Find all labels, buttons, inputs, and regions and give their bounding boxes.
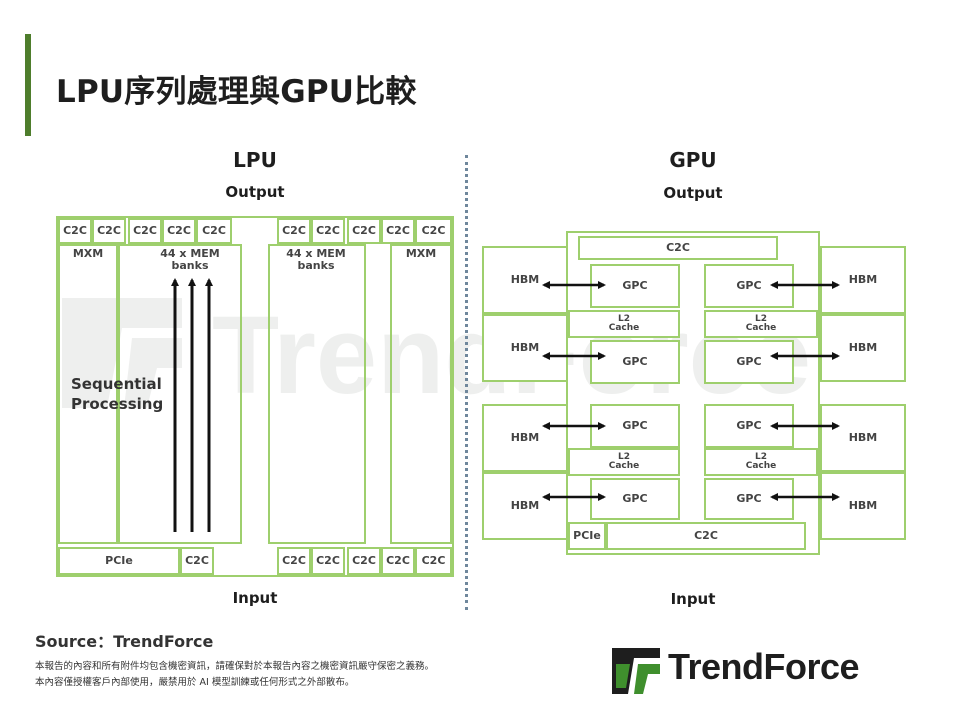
gpu-pcie: PCIe — [568, 522, 606, 550]
gpc-3: GPC — [590, 340, 680, 384]
hbm-right-3: HBM — [820, 404, 906, 472]
lpu-c2c-top-8: C2C — [347, 218, 381, 244]
gpu-input-label: Input — [670, 590, 716, 608]
lpu-output-label: Output — [225, 183, 285, 201]
hbm-left-4: HBM — [482, 472, 568, 540]
lpu-c2c-bottom-2: C2C — [277, 547, 311, 575]
lpu-mem-banks-left-label: 44 x MEM banks — [160, 247, 220, 272]
lpu-heading: LPU — [233, 148, 277, 172]
lpu-c2c-top-7: C2C — [311, 218, 345, 244]
lpu-mem-banks-right-label: 44 x MEM banks — [286, 247, 346, 272]
lpu-c2c-top-3: C2C — [128, 218, 162, 244]
processing-text: Processing — [71, 395, 164, 413]
accent-bar — [25, 34, 31, 136]
lpu-c2c-top-6: C2C — [277, 218, 311, 244]
l2-text: L2 — [618, 313, 630, 324]
disclaimer-line-1: 本報告的內容和所有附件均包含機密資訊，請確保對於本報告內容之機密資訊嚴守保密之義… — [35, 661, 435, 672]
lpu-outline — [56, 216, 454, 577]
lpu-mxm-left-label: MXM — [72, 247, 104, 260]
lpu-c2c-bottom-4: C2C — [347, 547, 381, 575]
l2-text: L2 — [755, 313, 767, 324]
disclaimer-line-2: 本內容僅授權客戶內部使用，嚴禁用於 AI 模型訓練或任何形式之外部散布。 — [35, 677, 355, 688]
lpu-mem-banks-right — [268, 244, 366, 544]
gpu-c2c-top: C2C — [578, 236, 778, 260]
sequential-text: Sequential — [71, 375, 162, 393]
lpu-c2c-top-2: C2C — [92, 218, 126, 244]
hbm-left-2: HBM — [482, 314, 568, 382]
lpu-c2c-bottom-1: C2C — [180, 547, 214, 575]
gpc-5: GPC — [590, 404, 680, 448]
gpc-1: GPC — [590, 264, 680, 308]
hbm-right-4: HBM — [820, 472, 906, 540]
lpu-pcie: PCIe — [58, 547, 180, 575]
cache-text: Cache — [608, 461, 640, 471]
gpc-7: GPC — [590, 478, 680, 520]
hbm-right-1: HBM — [820, 246, 906, 314]
cache-text: Cache — [608, 323, 640, 333]
lpu-mxm-right-label: MXM — [405, 247, 437, 260]
center-divider — [465, 155, 468, 610]
gpc-8: GPC — [704, 478, 794, 520]
gpc-2: GPC — [704, 264, 794, 308]
cache-text: Cache — [745, 461, 777, 471]
gpu-heading: GPU — [669, 148, 717, 172]
gpu-c2c-bottom: C2C — [606, 522, 806, 550]
gpc-6: GPC — [704, 404, 794, 448]
lpu-c2c-top-4: C2C — [162, 218, 196, 244]
trendforce-logo-icon — [612, 648, 660, 694]
lpu-c2c-top-9: C2C — [381, 218, 415, 244]
lpu-c2c-top-5: C2C — [196, 218, 232, 244]
hbm-left-1: HBM — [482, 246, 568, 314]
lpu-c2c-bottom-5: C2C — [381, 547, 415, 575]
lpu-c2c-bottom-3: C2C — [311, 547, 345, 575]
gpu-outline — [566, 231, 820, 555]
l2-text: L2 — [618, 451, 630, 462]
hbm-left-3: HBM — [482, 404, 568, 472]
lpu-c2c-top-1: C2C — [58, 218, 92, 244]
gpu-output-label: Output — [663, 184, 723, 202]
lpu-input-label: Input — [232, 589, 278, 607]
lpu-mxm-right — [390, 244, 452, 544]
trendforce-logo-text: TrendForce — [668, 646, 860, 687]
l2-text: L2 — [755, 451, 767, 462]
cache-text: Cache — [745, 323, 777, 333]
sequential-processing-label: Sequential Processing — [71, 374, 163, 414]
lpu-mem-banks-left — [118, 244, 242, 544]
lpu-mxm-left — [58, 244, 118, 544]
page-title: LPU序列處理與GPU比較 — [56, 74, 417, 110]
lpu-c2c-top-10: C2C — [415, 218, 452, 244]
lpu-c2c-bottom-6: C2C — [415, 547, 452, 575]
hbm-right-2: HBM — [820, 314, 906, 382]
source-label: Source：TrendForce — [35, 632, 214, 651]
gpc-4: GPC — [704, 340, 794, 384]
